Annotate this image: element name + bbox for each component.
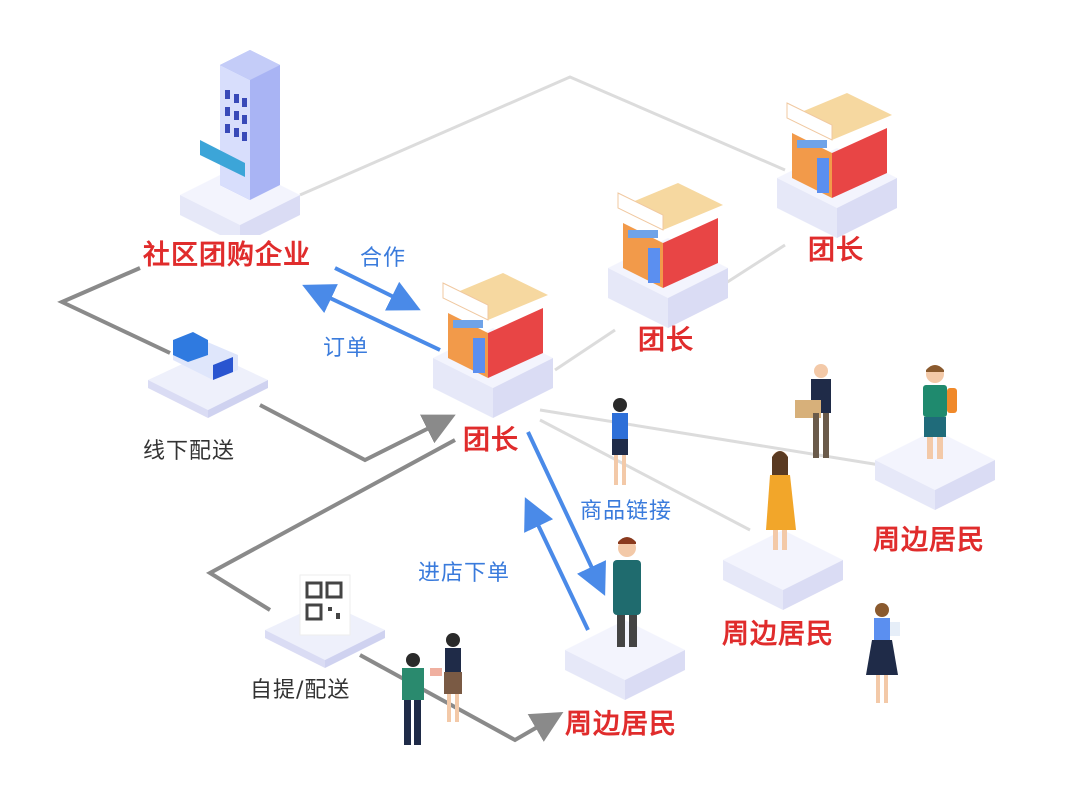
resident-center-label: 周边居民 xyxy=(565,709,677,740)
person-icon xyxy=(565,537,685,700)
store-order-flow-label: 进店下单 xyxy=(418,561,511,586)
enterprise-node xyxy=(175,45,305,245)
woman-standing-icon xyxy=(612,398,628,485)
leader-mid-label: 团长 xyxy=(638,325,694,356)
cooperation-flow-label: 合作 xyxy=(360,246,407,271)
resident-mid-node xyxy=(718,445,848,614)
storefront-icon xyxy=(608,183,728,328)
person-icon xyxy=(875,365,995,510)
leader-main-label: 团长 xyxy=(463,425,519,456)
storefront-icon xyxy=(777,93,897,238)
order-flow-label: 订单 xyxy=(323,336,370,361)
resident-right-node xyxy=(870,360,1000,514)
storefront-icon xyxy=(433,273,553,418)
resident-right-label: 周边居民 xyxy=(873,525,985,556)
office-building-icon xyxy=(180,50,300,245)
pickup-qr-node xyxy=(260,570,390,674)
person-icon xyxy=(723,451,843,610)
resident-mid-label: 周边居民 xyxy=(722,619,834,650)
pickup-qr-label: 自提/配送 xyxy=(250,678,351,703)
enterprise-label: 社区团购企业 xyxy=(143,240,311,271)
leader-store-mid xyxy=(603,178,733,332)
man-carrying-box-icon xyxy=(795,364,831,458)
resident-center-node xyxy=(560,530,690,704)
woman-reading-icon xyxy=(866,603,900,703)
delivery-truck-label: 线下配送 xyxy=(143,439,236,464)
leader-store-top xyxy=(772,88,902,242)
leader-top-label: 团长 xyxy=(808,235,864,266)
couple-exchanging-icon xyxy=(402,633,462,745)
delivery-truck-node xyxy=(143,330,273,424)
leader-store-main xyxy=(428,268,558,422)
qr-code-icon xyxy=(265,574,385,668)
product-link-flow-label: 商品链接 xyxy=(580,499,673,524)
delivery-truck-icon xyxy=(148,332,268,418)
